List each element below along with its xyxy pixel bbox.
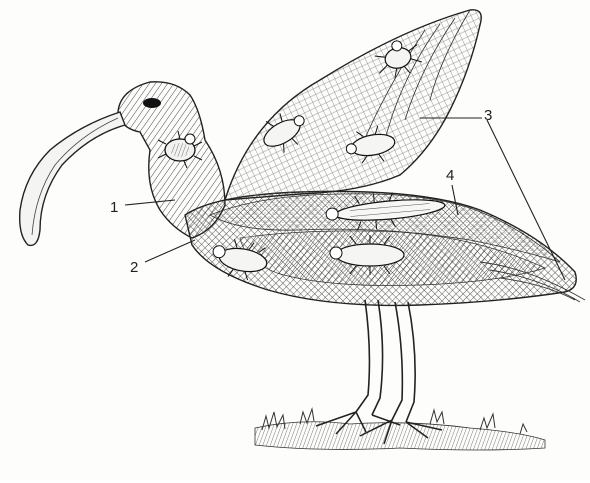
leader-line-2 — [145, 240, 195, 262]
grass-tuft — [255, 409, 545, 450]
label-3: 3 — [484, 107, 492, 124]
bird-neck-head — [20, 82, 225, 246]
label-4: 4 — [446, 167, 454, 184]
label-1: 1 — [110, 199, 118, 216]
label-2: 2 — [130, 259, 138, 276]
bird-wing — [225, 10, 481, 200]
eye-icon — [143, 98, 161, 108]
